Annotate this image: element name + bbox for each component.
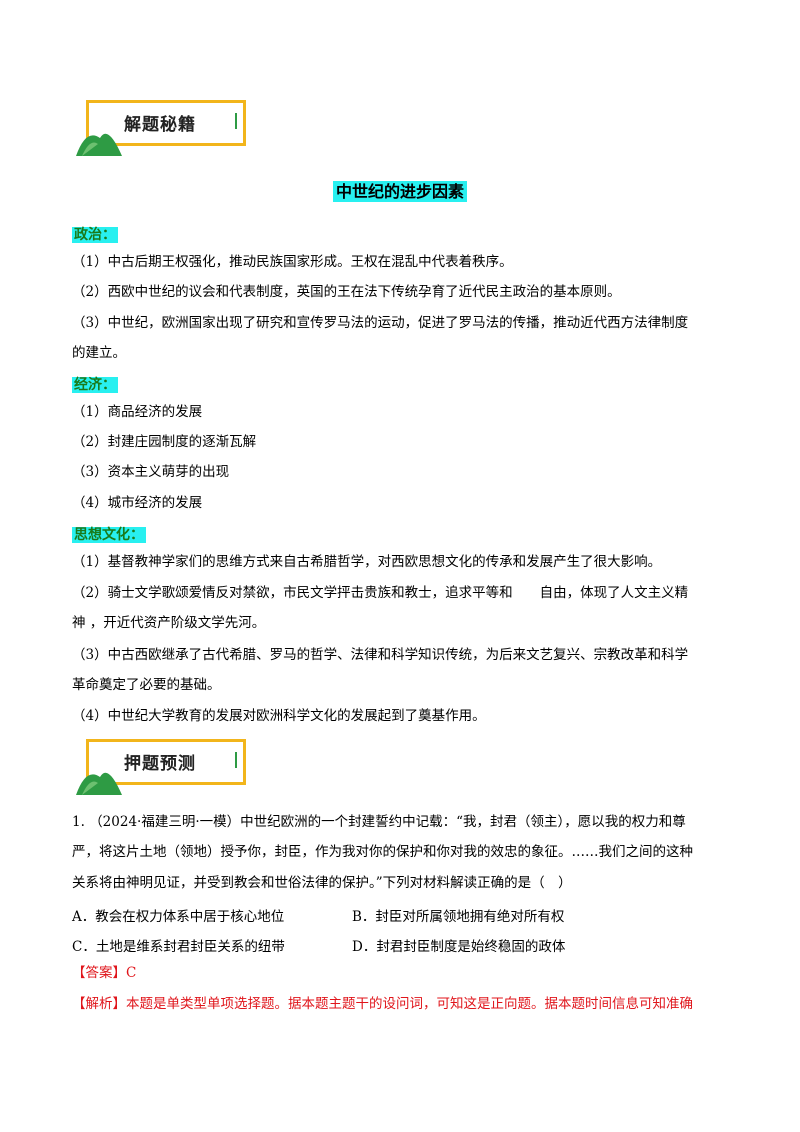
section-badge-tips: 解题秘籍 (76, 100, 251, 156)
analysis: 【解析】本题是单类型单项选择题。据本题主题干的设问词，可知这是正向题。据本题时间… (72, 996, 693, 1012)
economy-item: （4）城市经济的发展 (72, 495, 203, 511)
culture-item: （4）中世纪大学教育的发展对欧洲科学文化的发展起到了奠基作用。 (72, 708, 486, 724)
option-c: C．土地是维系封君封臣关系的纽带 (72, 939, 285, 955)
politics-item: （2）西欧中世纪的议会和代表制度，英国的王在法下传统孕育了近代民主政治的基本原则… (72, 284, 621, 300)
economy-item: （3）资本主义萌芽的出现 (72, 464, 230, 480)
politics-item: （1）中古后期王权强化，推动民族国家形成。王权在混乱中代表着秩序。 (72, 254, 513, 270)
badge-label: 解题秘籍 (124, 115, 196, 135)
option-d: D．封君封臣制度是始终稳固的政体 (352, 939, 566, 955)
culture-item: （3）中古西欧继承了古代希腊、罗马的哲学、法律和科学知识传统，为后来文艺复兴、宗… (72, 647, 689, 663)
page-title: 中世纪的进步因素 (0, 178, 800, 202)
economy-item: （2）封建庄园制度的逐渐瓦解 (72, 434, 257, 450)
heading-economy: 经济： (72, 377, 118, 393)
option-a: A．教会在权力体系中居于核心地位 (72, 909, 285, 925)
heading-culture: 思想文化： (72, 527, 146, 543)
culture-item: （1）基督教神学家们的思维方式来自古希腊哲学，对西欧思想文化的传承和发展产生了很… (72, 554, 662, 570)
culture-item: 神 ，开近代资产阶级文学先河。 (72, 615, 266, 631)
hill-icon (76, 772, 122, 795)
question-stem: 严，将这片土地（领地）授予你，封臣，作为我对你的保护和你对我的效忠的象征。……我… (72, 844, 693, 860)
question-stem: 关系将由神明见证，并受到教会和世俗法律的保护。”下列对材料解读正确的是（ ） (72, 875, 572, 891)
politics-item: （3）中世纪，欧洲国家出现了研究和宣传罗马法的运动，促进了罗马法的传播，推动近代… (72, 315, 689, 331)
economy-item: （1）商品经济的发展 (72, 404, 203, 420)
culture-item: （2）骑士文学歌颂爱情反对禁欲，市民文学抨击贵族和教士，追求平等和 自由，体现了… (72, 585, 689, 601)
heading-politics: 政治： (72, 227, 118, 243)
badge-label: 押题预测 (124, 754, 196, 774)
section-badge-predict: 押题预测 (76, 739, 251, 795)
culture-item: 革命奠定了必要的基础。 (72, 677, 221, 693)
answer: 【答案】C (72, 965, 137, 981)
question-stem: 1. （2024·福建三明·一模）中世纪欧洲的一个封建誓约中记载：“我，封君（领… (72, 814, 686, 830)
badge-frame (86, 739, 246, 785)
badge-frame (86, 100, 246, 146)
option-b: B．封臣对所属领地拥有绝对所有权 (352, 909, 565, 925)
hill-icon (76, 133, 122, 156)
politics-item: 的建立。 (72, 345, 126, 361)
